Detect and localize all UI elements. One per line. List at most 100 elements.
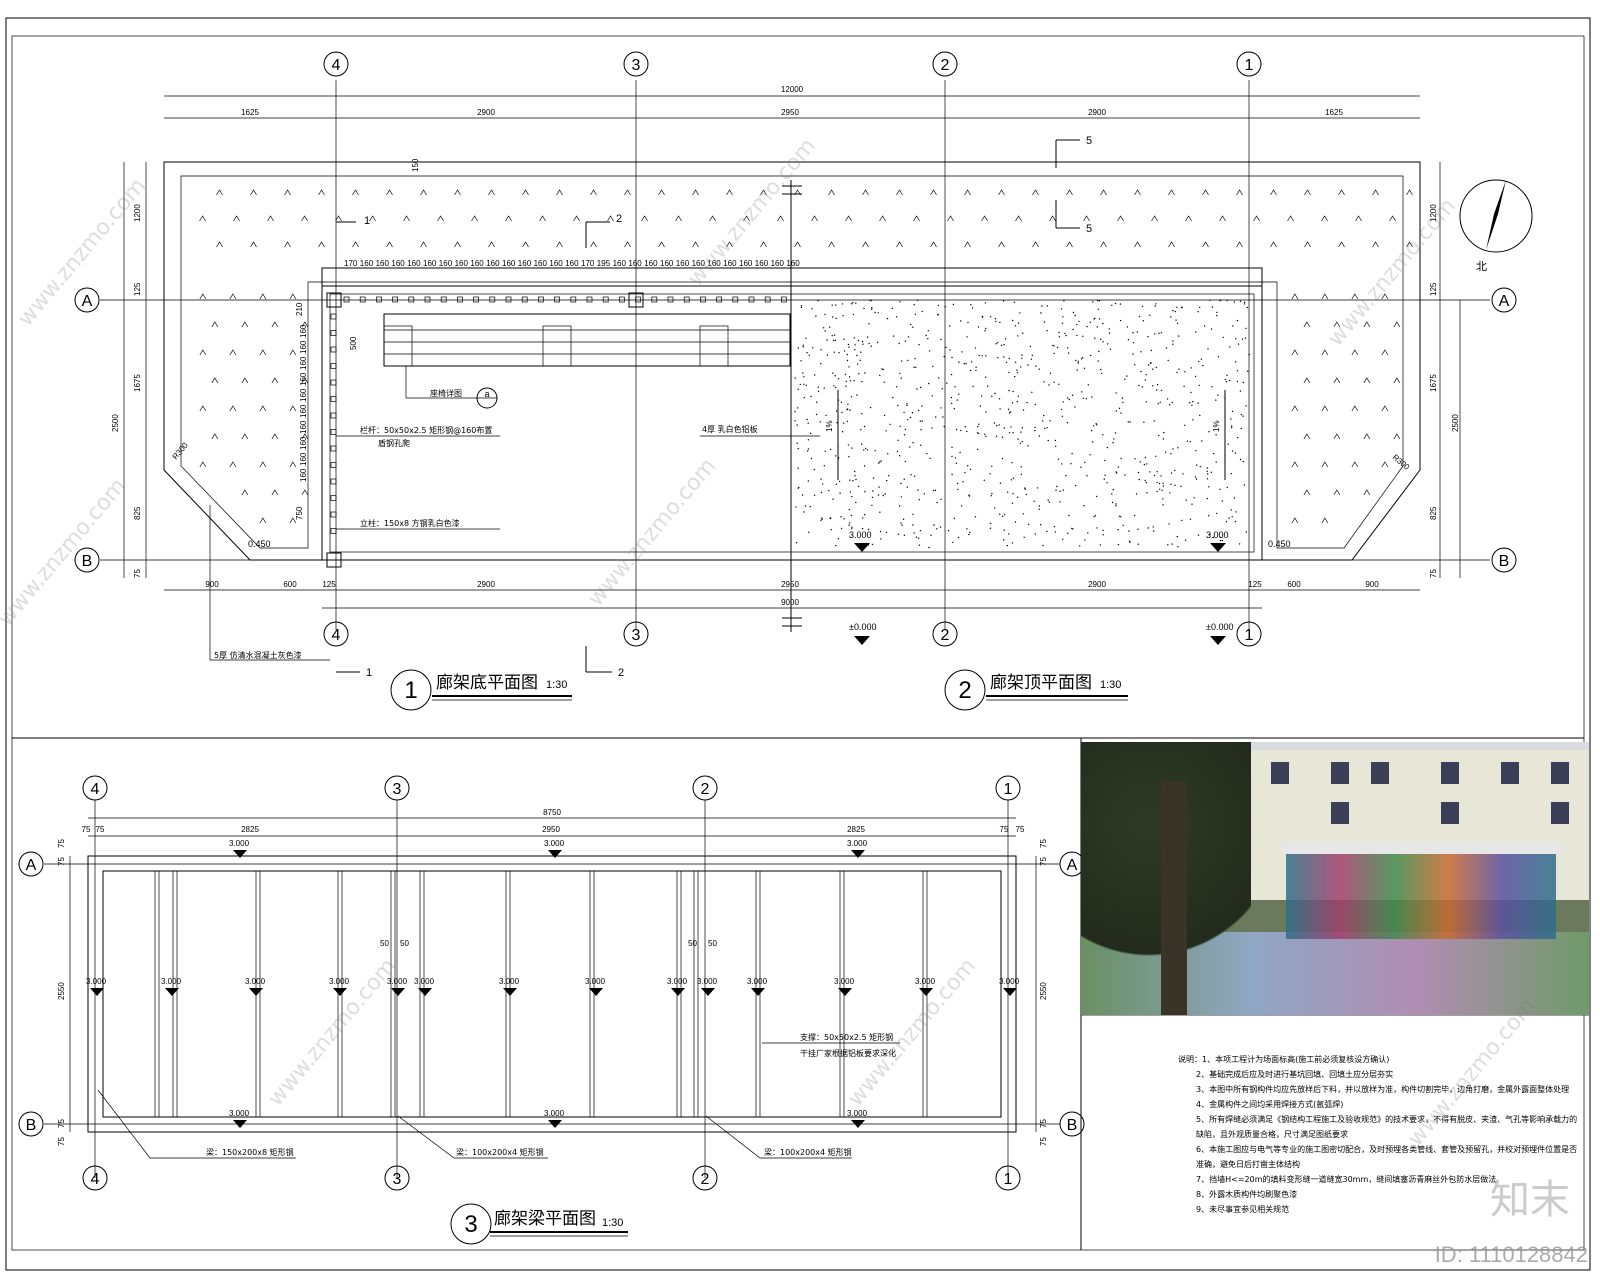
tree-symbol [522, 189, 529, 196]
section-label: 5 [1086, 223, 1092, 235]
roof-dot [923, 493, 926, 495]
tree-symbol [211, 377, 219, 384]
roof-dot [1208, 431, 1210, 433]
roof-dot [802, 344, 804, 346]
roof-dot [1020, 431, 1022, 433]
roof-dot [1019, 442, 1021, 444]
leader-paving [209, 505, 330, 661]
roof-dot [951, 446, 953, 448]
roof-dot [1022, 332, 1024, 334]
roof-dot [955, 428, 958, 431]
tree-symbol [590, 241, 597, 248]
tree-symbol [301, 215, 308, 222]
roof-dot [1224, 378, 1227, 381]
elev-text: 3.000 [999, 977, 1020, 986]
roof-dot [1216, 311, 1218, 314]
roof-dot [1101, 372, 1103, 375]
tree-symbol [1202, 241, 1209, 248]
roof-dot [834, 375, 836, 377]
roof-dot [1048, 501, 1051, 503]
elev-triangle [233, 1120, 247, 1128]
roof-dot [1076, 369, 1078, 371]
roof-dot [1020, 466, 1022, 468]
tree-symbol [259, 405, 267, 412]
roof-dot [871, 504, 873, 507]
roof-dot [898, 505, 901, 507]
roof-dot [1111, 501, 1114, 504]
roof-dot [971, 307, 974, 309]
roof-dot [1169, 492, 1171, 494]
left-spacing-text: 160 [299, 340, 308, 354]
roof-dot [899, 372, 901, 375]
grid-label: 3 [393, 781, 402, 798]
roof-dot [972, 385, 974, 388]
roof-dot [864, 491, 866, 493]
roof-dot [933, 524, 935, 526]
roof-dot [1135, 493, 1138, 495]
roof-dot [826, 339, 828, 341]
roof-dot [934, 489, 937, 491]
roof-dot [998, 398, 1001, 400]
roof-dot [1055, 445, 1057, 448]
roof-dot [1034, 430, 1036, 432]
roof-dot [1180, 307, 1183, 309]
roof-dot [851, 496, 853, 498]
roof-dot [1016, 496, 1019, 498]
roof-dot [986, 385, 989, 387]
dim-p3-left: 75 [57, 857, 66, 866]
roof-dot [1117, 543, 1120, 546]
dim-p3-left: 2550 [57, 982, 66, 1000]
roof-dot [1010, 479, 1013, 481]
roof-dot [985, 435, 987, 438]
dim-750: 750 [295, 506, 304, 520]
roof-dot [1235, 338, 1237, 340]
roof-dot [1149, 471, 1151, 473]
roof-dot [1046, 427, 1048, 429]
roof-dot [1155, 455, 1157, 457]
elev-text: 3.000 [747, 977, 768, 986]
roof-dot [1202, 364, 1204, 367]
roof-dot [892, 335, 895, 337]
roof-dot [800, 306, 803, 309]
roof-dot [994, 507, 996, 509]
roof-dot [1184, 424, 1186, 426]
roof-dot [1067, 347, 1069, 349]
tree-symbol [403, 215, 410, 222]
tree-symbol [1333, 433, 1341, 440]
roof-dot [844, 373, 847, 376]
tree-symbol [1287, 215, 1294, 222]
rail-post [330, 478, 337, 485]
roof-dot [1226, 299, 1228, 302]
tree-symbol [1015, 215, 1022, 222]
tree-symbol [1083, 215, 1090, 222]
elev-triangle [391, 988, 405, 996]
roof-dot [835, 410, 838, 412]
roof-dot [1087, 384, 1090, 386]
dim-bottom: 2950 [781, 580, 799, 589]
roof-dot [856, 363, 859, 365]
tree-symbol [1381, 293, 1389, 300]
roof-dot [1207, 473, 1209, 475]
grid-label: 2 [941, 57, 950, 74]
roof-dot [1066, 422, 1069, 424]
roof-dot [1043, 381, 1045, 383]
note-line: 3、本图中所有钢构件均应先放样后下料，并以放样为准，构件切割完毕，边角打磨，金属… [1196, 1084, 1569, 1094]
roof-dot [977, 425, 979, 428]
tree-symbol [259, 349, 267, 356]
roof-dot [1103, 478, 1106, 480]
roof-dot [1198, 384, 1200, 387]
roof-dot [835, 317, 837, 320]
note-line: 2、基础完成后应及时进行基坑回填、回填土应分层夯实 [1196, 1069, 1393, 1079]
roof-dot [976, 432, 979, 434]
roof-dot [876, 341, 879, 343]
roof-dot [1026, 401, 1028, 404]
roof-dot [857, 485, 860, 488]
roof-dot [850, 396, 853, 398]
roof-dot [835, 545, 837, 547]
roof-dot [1162, 482, 1164, 485]
roof-dot [848, 508, 850, 511]
roof-dot [897, 533, 900, 535]
note-line: 准确，避免日后打凿主体结构 [1196, 1159, 1300, 1169]
roof-dot [853, 337, 855, 339]
roof-dot [968, 533, 970, 536]
